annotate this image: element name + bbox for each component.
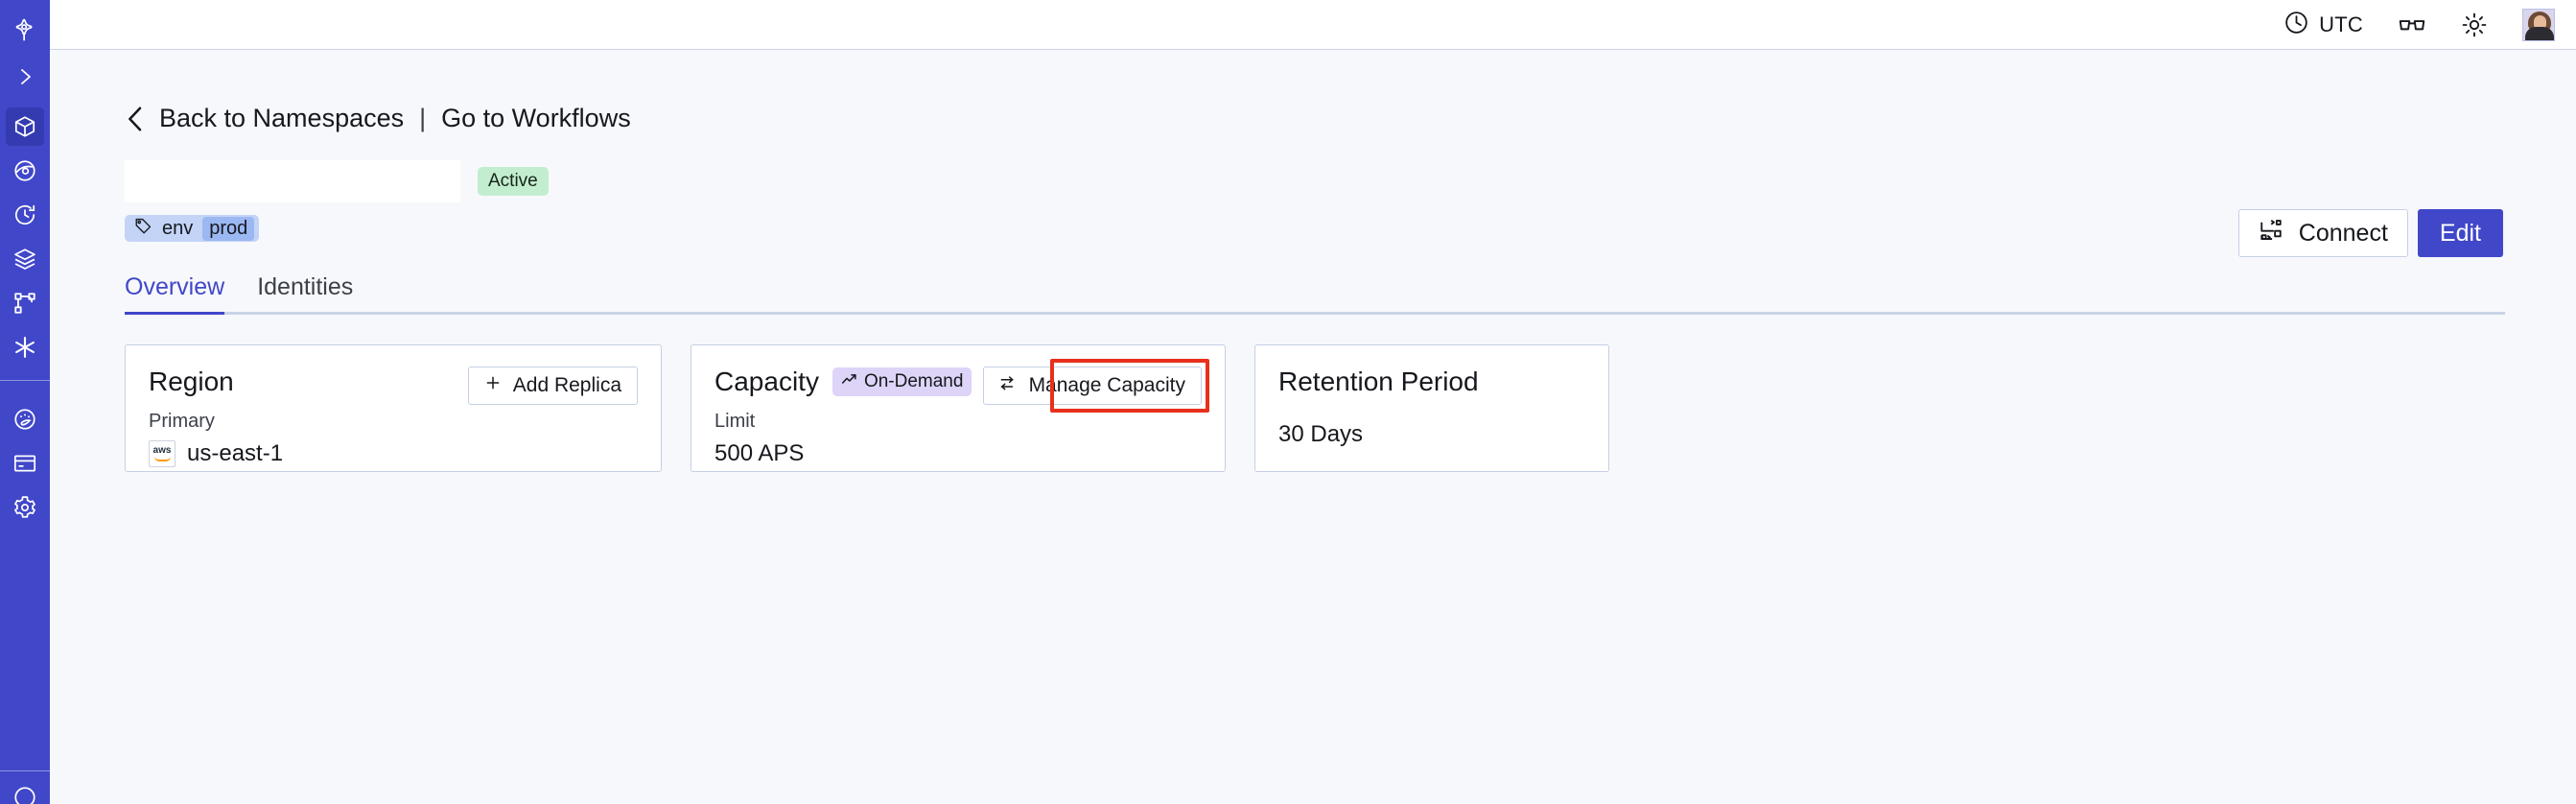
tab-bar: Overview Identities [125, 271, 2505, 315]
clock-icon [2283, 10, 2309, 40]
manage-capacity-button[interactable]: Manage Capacity [982, 367, 1202, 405]
overview-cards: Region Add Replica Primary aws [125, 344, 2503, 472]
capacity-value: 500 APS [714, 440, 805, 466]
namespace-tags: env prod [125, 215, 2503, 242]
region-value-row: aws us-east-1 [149, 440, 638, 467]
glasses-icon[interactable] [2398, 11, 2426, 39]
sidebar-item-billing[interactable] [6, 444, 44, 483]
namespace-title-row: Active [125, 160, 2503, 202]
on-demand-badge: On-Demand [831, 367, 972, 396]
sidebar [0, 0, 50, 804]
sidebar-item-workflows[interactable] [6, 284, 44, 322]
connect-icon [2259, 218, 2283, 249]
top-bar: UTC [50, 0, 2576, 50]
timezone-label: UTC [2319, 12, 2363, 36]
user-avatar[interactable] [2522, 8, 2555, 41]
status-badge: Active [478, 167, 549, 196]
sidebar-item-history[interactable] [6, 196, 44, 234]
connect-button[interactable]: Connect [2237, 209, 2408, 257]
sliders-icon [999, 374, 1018, 398]
tab-identities[interactable]: Identities [257, 273, 354, 300]
tag-value: prod [202, 216, 255, 241]
sidebar-item-help[interactable] [6, 785, 44, 804]
timezone-selector[interactable]: UTC [2283, 10, 2363, 40]
tab-overview[interactable]: Overview [125, 273, 225, 315]
region-sub-label: Primary [149, 411, 215, 432]
main-region: UTC [50, 0, 2576, 804]
capacity-card-title: Capacity [714, 367, 819, 396]
retention-card: Retention Period 30 Days [1254, 344, 1609, 472]
edit-button[interactable]: Edit [2417, 209, 2503, 257]
retention-value: 30 Days [1278, 421, 1364, 447]
page-actions: Connect Edit [2237, 209, 2503, 257]
chevron-left-icon[interactable] [125, 105, 146, 133]
go-to-workflows-link[interactable]: Go to Workflows [441, 104, 631, 132]
retention-card-title: Retention Period [1278, 367, 1479, 396]
region-card-title: Region [149, 367, 234, 396]
region-value: us-east-1 [187, 440, 284, 466]
sidebar-divider-2 [0, 770, 50, 771]
namespace-name [125, 160, 460, 202]
tag-key: env [162, 217, 194, 239]
breadcrumb-separator: | [419, 104, 427, 132]
aws-icon-text: aws [152, 445, 172, 456]
breadcrumb: Back to Namespaces | Go to Workflows [125, 104, 2503, 133]
aws-icon: aws [149, 440, 176, 467]
tag-icon [134, 217, 152, 241]
capacity-card: Capacity On-Demand [691, 344, 1226, 472]
back-to-namespaces-link[interactable]: Back to Namespaces [159, 104, 405, 132]
sun-icon[interactable] [2461, 12, 2488, 38]
sidebar-divider-1 [0, 380, 50, 381]
region-card: Region Add Replica Primary aws [125, 344, 662, 472]
sidebar-item-usage[interactable] [6, 400, 44, 438]
add-replica-button[interactable]: Add Replica [467, 367, 638, 405]
manage-capacity-label: Manage Capacity [1028, 374, 1185, 396]
on-demand-label: On-Demand [863, 371, 964, 391]
capacity-sub-label: Limit [714, 411, 756, 432]
trending-up-icon [841, 371, 857, 391]
sidebar-item-settings[interactable] [6, 488, 44, 527]
expand-icon[interactable] [6, 58, 44, 96]
logo-icon[interactable] [6, 12, 44, 50]
add-replica-label: Add Replica [512, 374, 621, 396]
tag-chip[interactable]: env prod [125, 215, 260, 242]
sidebar-item-namespaces[interactable] [6, 107, 44, 146]
sidebar-item-nexus[interactable] [6, 328, 44, 367]
connect-button-label: Connect [2298, 219, 2388, 247]
page-content: Back to Namespaces | Go to Workflows Act… [50, 50, 2576, 804]
sidebar-item-layers[interactable] [6, 240, 44, 278]
plus-icon [484, 374, 502, 397]
sidebar-item-observability[interactable] [6, 152, 44, 190]
